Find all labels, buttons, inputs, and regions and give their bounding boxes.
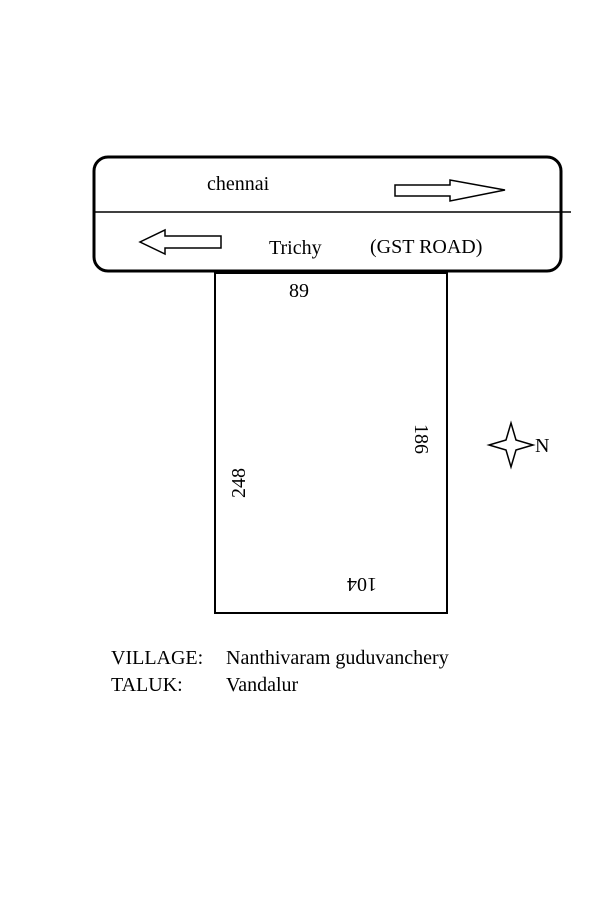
left-arrow-icon: [138, 228, 222, 256]
right-arrow-icon: [394, 179, 506, 202]
rear-side-dimension: 104: [347, 573, 377, 595]
upper-direction-label: chennai: [207, 173, 270, 195]
lower-direction-label: Trichy: [269, 237, 322, 259]
taluk-value: Vandalur: [226, 674, 299, 696]
village-value: Nanthivaram guduvanchery: [226, 647, 449, 669]
compass-star-icon: [486, 420, 536, 470]
front-side-dimension: 89: [289, 280, 309, 302]
village-label: VILLAGE:: [111, 647, 204, 669]
compass-north-label: N: [535, 435, 550, 457]
plot-boundary: [214, 272, 448, 614]
road-outline: [92, 155, 563, 273]
road-name-label: (GST ROAD): [370, 236, 483, 258]
right-side-dimension: 186: [410, 424, 432, 454]
left-side-dimension: 248: [228, 468, 250, 498]
taluk-label: TALUK:: [111, 674, 183, 696]
